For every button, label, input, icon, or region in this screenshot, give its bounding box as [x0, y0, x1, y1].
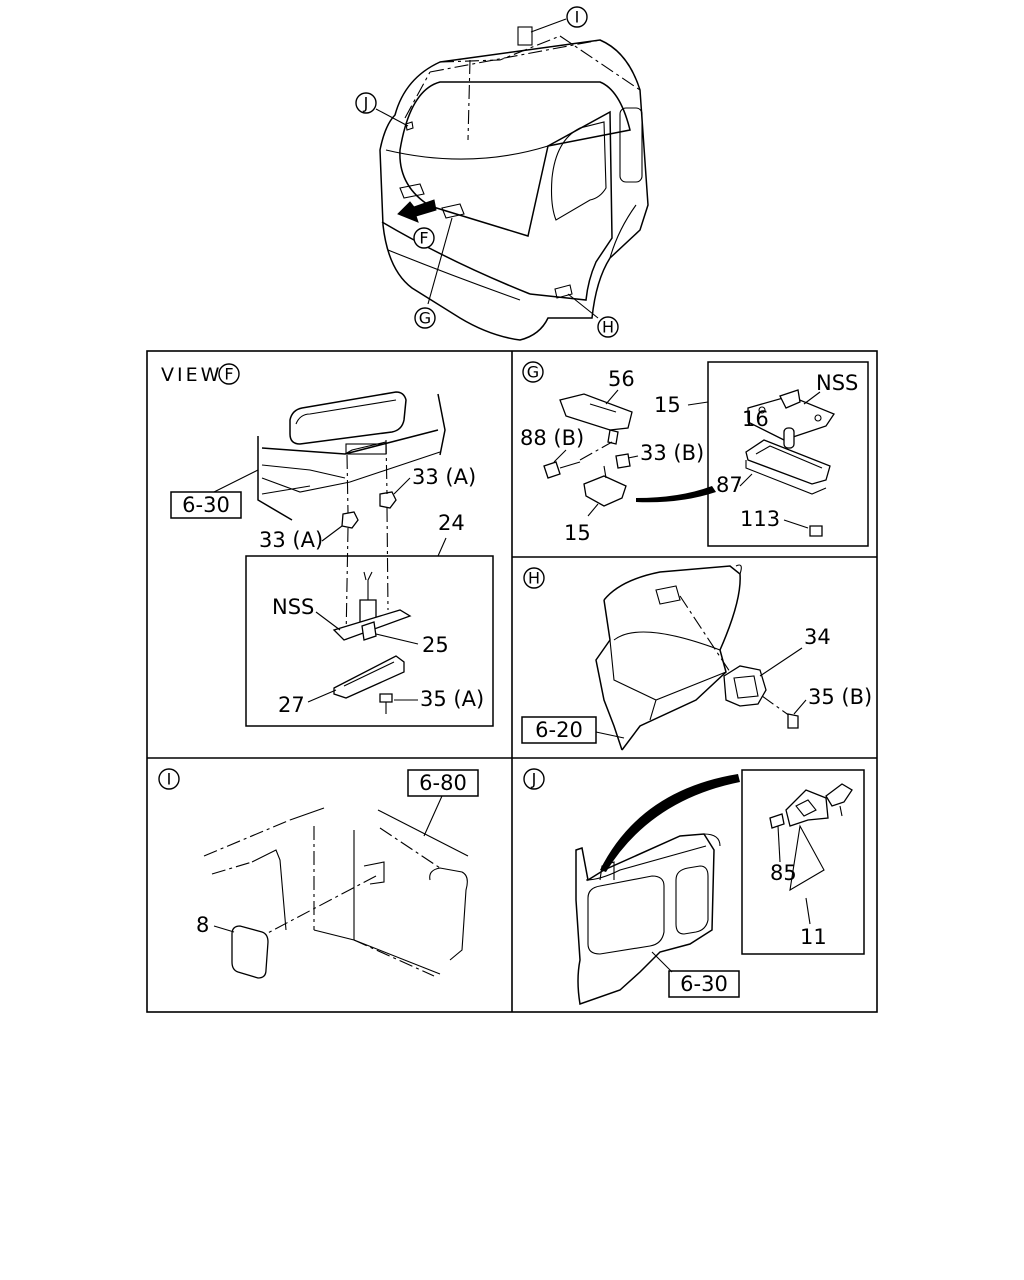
callout-letter-i: I	[575, 8, 580, 27]
view-f-circle	[218, 363, 240, 385]
label-nss-f: NSS	[272, 595, 314, 619]
g-letter: G	[527, 363, 539, 382]
label-15-top: 15	[654, 393, 681, 417]
label-35a: 35 (A)	[420, 687, 484, 711]
label-24: 24	[438, 511, 465, 535]
label-11: 11	[800, 925, 827, 949]
ref-6-30-f: 6-30	[182, 493, 230, 517]
panel-grid	[146, 350, 878, 1013]
ref-box-6-30-f	[170, 491, 242, 519]
label-33a-right: 33 (A)	[412, 465, 476, 489]
panel-h: H 34 35 (B) 6-20	[521, 564, 872, 751]
i-circle	[158, 768, 180, 790]
ref-box-6-80	[407, 769, 479, 797]
panel-view-f: VIEW F 6-30 33 (A) 33 (A) 24	[161, 363, 494, 727]
panel-g: G 56 88 (B) 33 (B) 15 15 NSS	[520, 361, 869, 547]
callout-letter-j: J	[363, 94, 369, 113]
label-56: 56	[608, 367, 635, 391]
callout-circle-j	[355, 92, 377, 114]
label-33a-left: 33 (A)	[259, 528, 323, 552]
label-8: 8	[196, 913, 209, 937]
label-27: 27	[278, 693, 305, 717]
label-87: 87	[716, 473, 743, 497]
panel-i: I 6-80 8	[158, 768, 479, 979]
i-letter: I	[167, 770, 172, 789]
j-letter: J	[531, 770, 537, 789]
callout-letter-f: F	[419, 229, 428, 248]
ref-box-6-30-j	[668, 970, 740, 998]
callout-letter-g: G	[419, 309, 431, 328]
label-16: 16	[742, 407, 769, 431]
h-letter: H	[528, 569, 540, 588]
label-88b: 88 (B)	[520, 426, 584, 450]
view-f-letter: F	[224, 365, 233, 384]
label-25: 25	[422, 633, 449, 657]
ref-6-20: 6-20	[535, 718, 583, 742]
label-15-bottom: 15	[564, 521, 591, 545]
callout-circle-i	[566, 6, 588, 28]
ref-6-80: 6-80	[419, 771, 467, 795]
ref-6-30-j: 6-30	[680, 972, 728, 996]
label-35b: 35 (B)	[808, 685, 872, 709]
callout-letter-h: H	[602, 318, 614, 337]
callout-circle-f	[413, 227, 435, 249]
cab-overview: I J F G H	[355, 6, 649, 341]
label-33b: 33 (B)	[640, 441, 704, 465]
callout-circle-g	[414, 307, 436, 329]
g-circle	[522, 361, 544, 383]
panel-j: J 85 11 6-30	[523, 768, 865, 1006]
callout-circle-h	[597, 316, 619, 338]
ref-box-6-20	[521, 716, 597, 744]
view-text: VIEW	[161, 364, 222, 386]
h-circle	[523, 567, 545, 589]
j-circle	[523, 768, 545, 790]
label-113: 113	[740, 507, 780, 531]
label-nss-g: NSS	[816, 371, 858, 395]
label-34: 34	[804, 625, 831, 649]
